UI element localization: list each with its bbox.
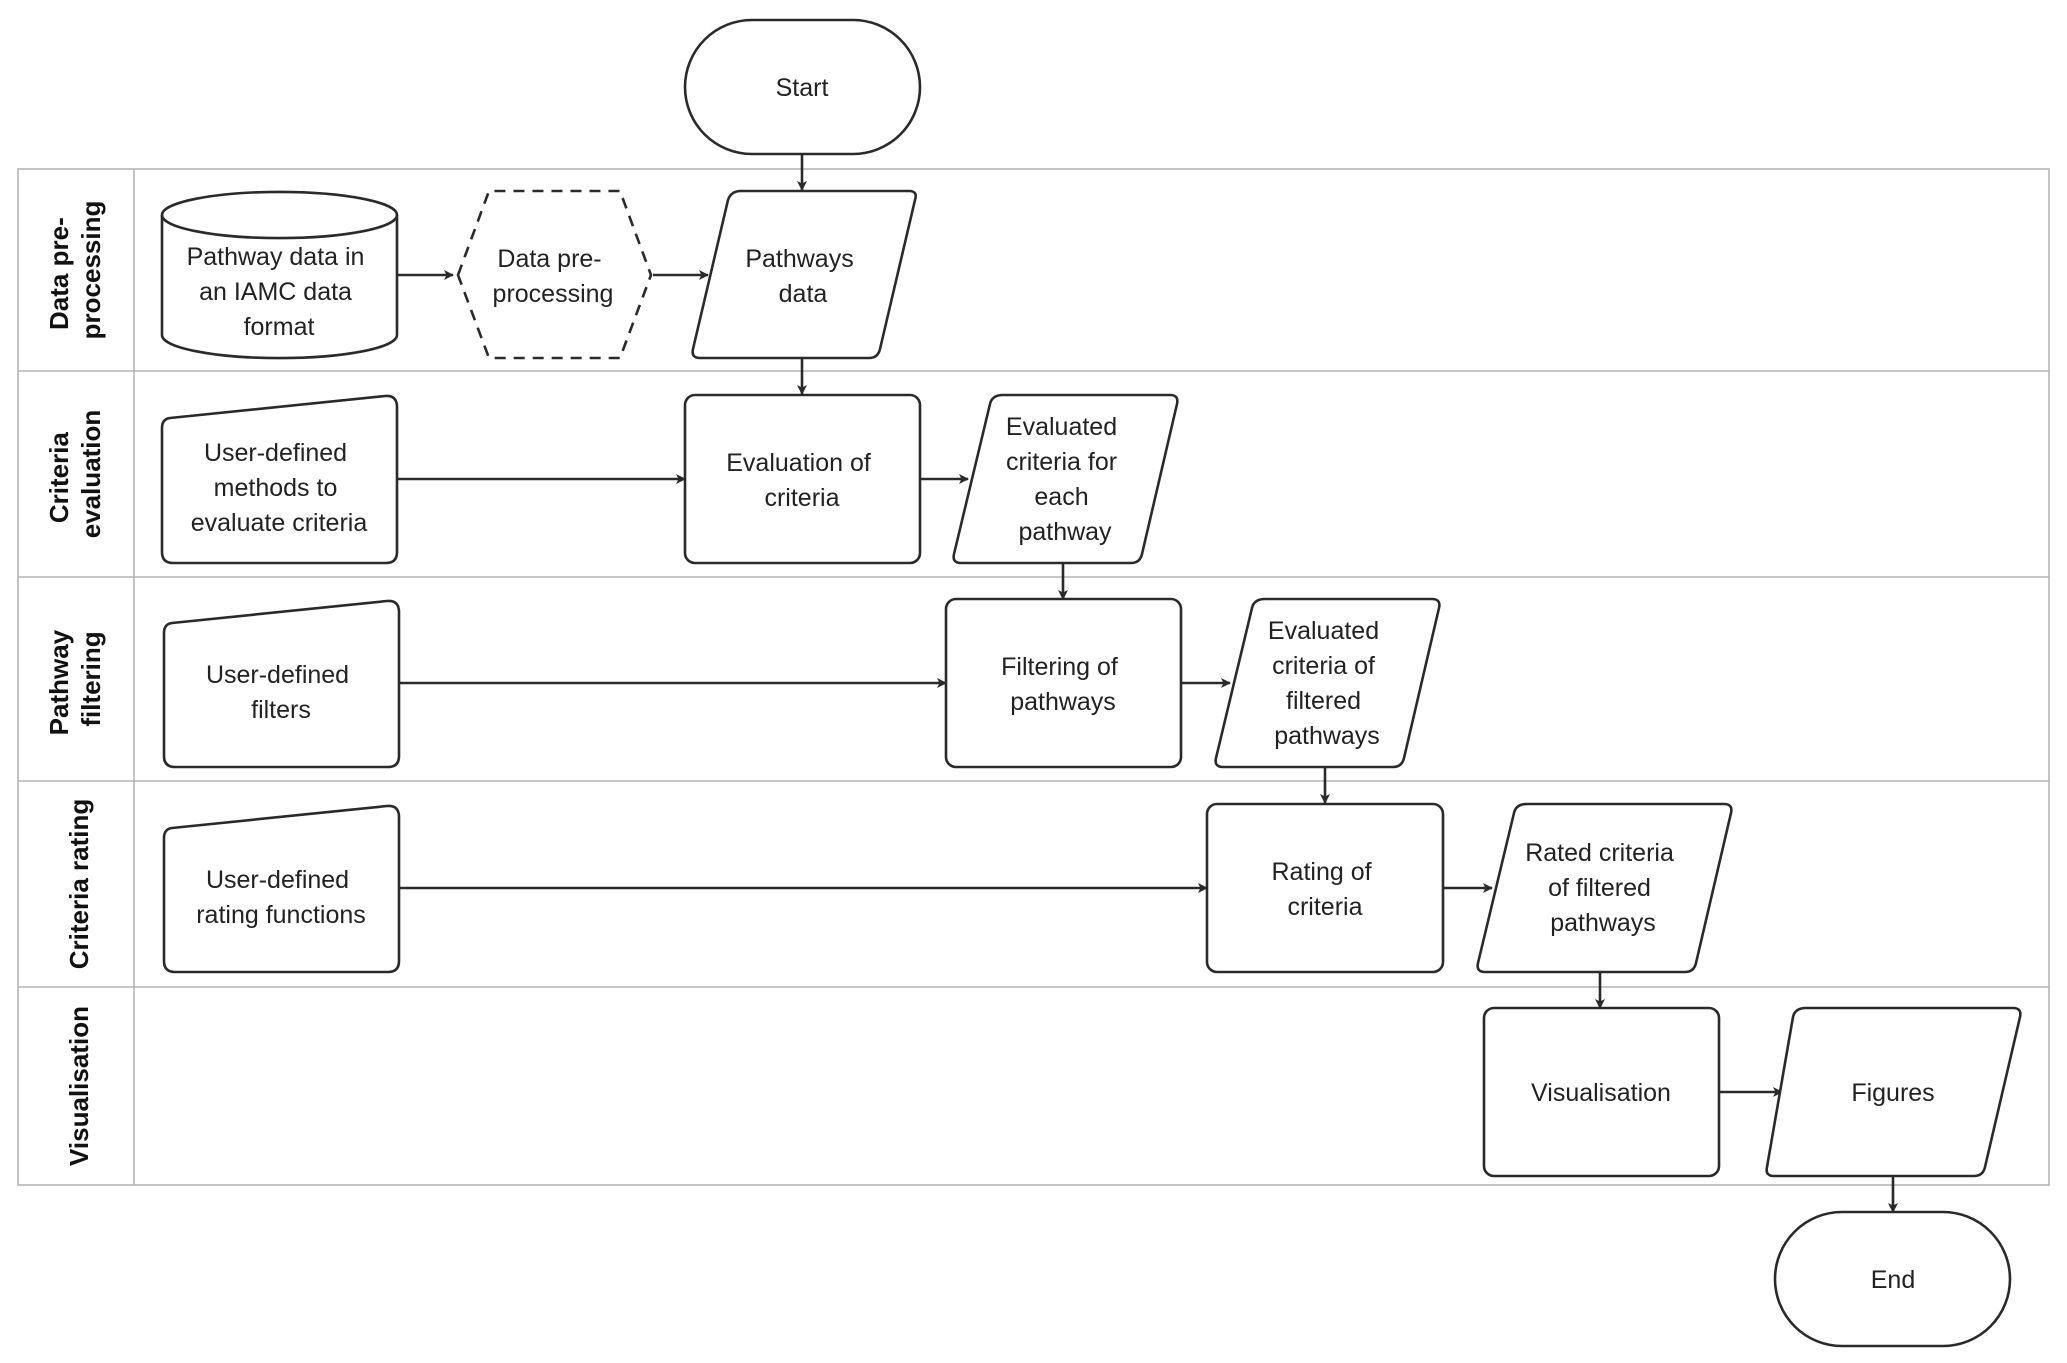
filtering-of-pathways-process: Filtering of pathways — [944, 597, 1183, 769]
lane-label-criteria-evaluation: Criteria evaluation — [44, 410, 106, 539]
evaluated-criteria-filtered-parallelogram: Evaluated criteria of filtered pathways — [1214, 597, 1441, 769]
start-terminator: Start — [683, 18, 922, 156]
user-filters-manual-input: User-defined filters — [162, 599, 401, 769]
lane-label-criteria-rating: Criteria rating — [64, 799, 94, 970]
figures-label: Figures — [1851, 1079, 1934, 1107]
lane-label-pathway-filtering: Pathway filtering — [44, 623, 106, 736]
evaluation-of-criteria-label: Evaluation of criteria — [726, 449, 878, 512]
swimlane-frame — [17, 168, 2050, 1186]
user-rating-functions-label: User-defined rating functions — [196, 866, 366, 929]
rated-criteria-label: Rated criteria of filtered pathways — [1525, 839, 1681, 937]
rating-of-criteria-process: Rating of criteria — [1205, 802, 1445, 974]
user-methods-label: User-defined methods to evaluate criteri… — [191, 439, 368, 537]
pathway-data-iamc-database: Pathway data in an IAMC data format — [160, 190, 399, 360]
data-preprocessing-hexagon: Data pre- processing — [456, 189, 653, 360]
data-preprocessing-label: Data pre- processing — [493, 245, 614, 308]
evaluated-criteria-filtered-label: Evaluated criteria of filtered pathways — [1268, 617, 1386, 750]
lane-label-visualisation: Visualisation — [64, 1006, 94, 1166]
figures-parallelogram: Figures — [1765, 1006, 2022, 1178]
pathway-data-iamc-label: Pathway data in an IAMC data format — [187, 243, 372, 341]
start-label: Start — [776, 74, 829, 102]
rated-criteria-parallelogram: Rated criteria of filtered pathways — [1476, 802, 1733, 974]
rating-of-criteria-label: Rating of criteria — [1271, 858, 1378, 921]
end-label: End — [1871, 1266, 1915, 1294]
evaluation-of-criteria-process: Evaluation of criteria — [683, 393, 922, 565]
evaluated-criteria-each-label: Evaluated criteria for each pathway — [1006, 413, 1124, 546]
user-methods-manual-input: User-defined methods to evaluate criteri… — [160, 394, 399, 565]
visualisation-label: Visualisation — [1531, 1079, 1671, 1107]
user-rating-functions-manual-input: User-defined rating functions — [162, 804, 401, 974]
evaluated-criteria-each-parallelogram: Evaluated criteria for each pathway — [952, 393, 1179, 565]
edges — [397, 154, 1898, 1213]
visualisation-process: Visualisation — [1482, 1006, 1721, 1178]
end-terminator: End — [1773, 1210, 2012, 1348]
lane-label-data-preprocessing: Data pre- processing — [44, 201, 106, 340]
swimlane-border — [17, 168, 2050, 1186]
pathways-data-label: Pathways data — [745, 245, 860, 308]
filtering-of-pathways-label: Filtering of pathways — [1001, 653, 1125, 716]
user-filters-label: User-defined filters — [206, 661, 356, 724]
pathways-data-parallelogram: Pathways data — [691, 189, 918, 360]
